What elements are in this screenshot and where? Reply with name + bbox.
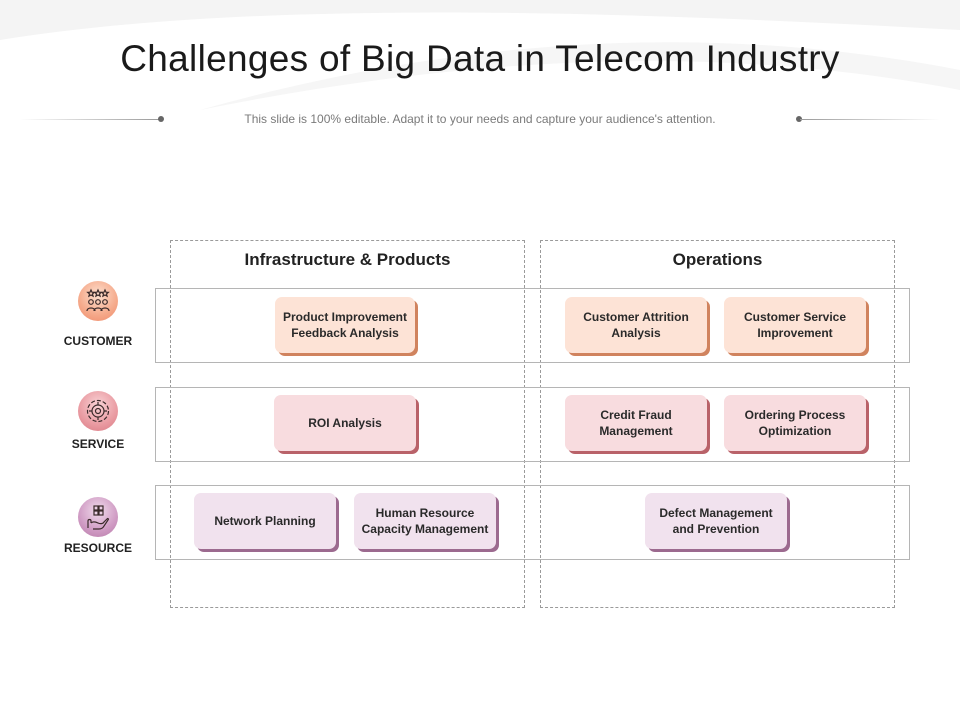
divider-dot-left	[158, 116, 164, 122]
row-label-resource: RESOURCE	[63, 541, 132, 555]
users-rating-icon	[78, 281, 118, 321]
card-customer-service: Customer Service Improvement	[724, 297, 866, 353]
column-frame-operations	[540, 240, 895, 608]
row-band-customer	[155, 288, 910, 363]
card-defect-management: Defect Management and Prevention	[645, 493, 787, 549]
column-header-operations: Operations	[672, 250, 763, 269]
card-customer-attrition: Customer Attrition Analysis	[565, 297, 707, 353]
page-subtitle: This slide is 100% editable. Adapt it to…	[244, 112, 716, 126]
divider-dot-right	[796, 116, 802, 122]
card-credit-fraud: Credit Fraud Management	[565, 395, 707, 451]
row-band-resource	[155, 485, 910, 560]
hand-resource-icon	[78, 497, 118, 537]
page-title: Challenges of Big Data in Telecom Indust…	[120, 38, 840, 79]
row-label-service: SERVICE	[71, 437, 125, 451]
card-network-planning: Network Planning	[194, 493, 336, 549]
divider-right	[800, 119, 940, 120]
column-header-infrastructure: Infrastructure & Products	[244, 250, 451, 269]
divider-left	[20, 119, 160, 120]
row-label-customer: CUSTOMER	[63, 334, 133, 348]
card-ordering-process: Ordering Process Optimization	[724, 395, 866, 451]
gear-service-icon	[78, 391, 118, 431]
card-roi-analysis: ROI Analysis	[274, 395, 416, 451]
row-band-service	[155, 387, 910, 462]
card-hr-capacity: Human Resource Capacity Management	[354, 493, 496, 549]
card-product-improvement: Product Improvement Feedback Analysis	[275, 297, 415, 353]
column-frame-infrastructure	[170, 240, 525, 608]
